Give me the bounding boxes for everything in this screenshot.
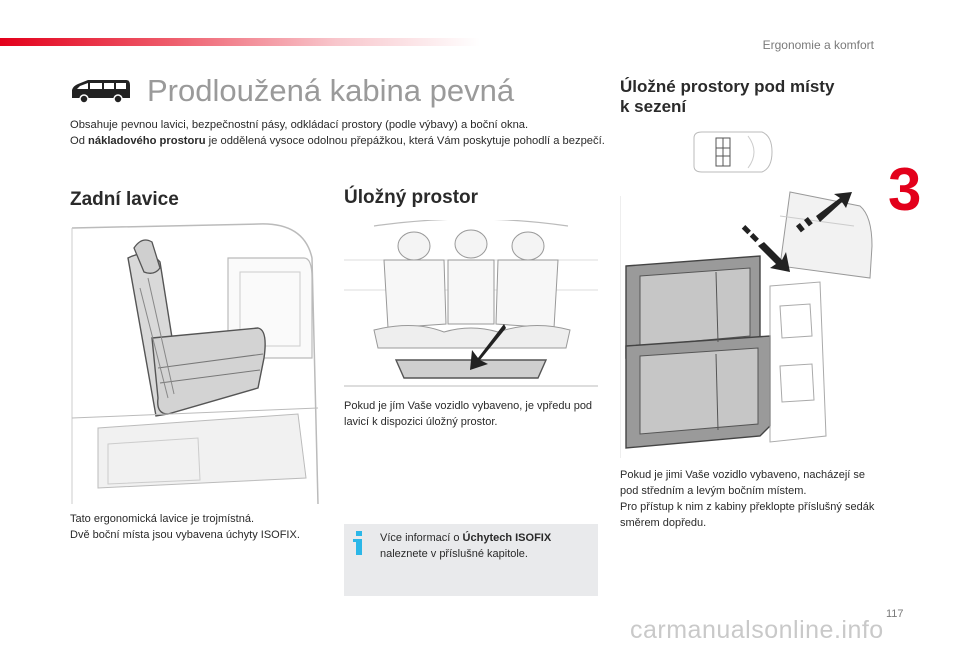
under-seat-storage-illustration [620, 186, 876, 458]
intro-line1: Obsahuje pevnou lavici, bezpečnostní pás… [70, 119, 529, 131]
info-link-isofix[interactable]: Úchytech ISOFIX [462, 532, 552, 544]
info-text: Více informací o Úchytech ISOFIX nalezne… [380, 530, 590, 562]
section-title: Ergonomie a komfort [762, 38, 874, 52]
intro-suffix: je oddělená vysoce odolnou přepážkou, kt… [205, 135, 605, 147]
info-icon [351, 530, 367, 556]
intro-bold: nákladového prostoru [88, 135, 206, 147]
zadni-text-line2: Dvě boční místa jsou vybavena úchyty ISO… [70, 529, 300, 541]
heading-zadni-lavice: Zadní lavice [70, 189, 179, 210]
right-text-line2: Pro přístup k nim z kabiny překlopte pří… [620, 501, 875, 529]
van-icon [70, 78, 132, 104]
info-prefix: Více informací o [380, 532, 463, 544]
info-box [344, 524, 598, 596]
info-suffix: naleznete v příslušné kapitole. [380, 548, 528, 560]
heading-right-line2: k sezení [620, 97, 687, 116]
intro-prefix: Od [70, 135, 89, 147]
intro-paragraph: Obsahuje pevnou lavici, bezpečnostní pás… [70, 117, 605, 149]
storage-illustration [344, 220, 598, 390]
ulozny-text: Pokud je jím Vaše vozidlo vybaveno, je v… [344, 400, 593, 428]
zadni-text: Tato ergonomická lavice je trojmístná. D… [70, 511, 330, 543]
car-topview-icon [690, 130, 774, 174]
right-text-line1: Pokud je jimi Vaše vozidlo vybaveno, nac… [620, 469, 865, 497]
heading-ulozny-prostor: Úložný prostor [344, 187, 479, 208]
heading-ulozne-prostory: Úložné prostory pod místy k sezení [620, 77, 880, 117]
heading-right-line1: Úložné prostory pod místy [620, 77, 835, 96]
zadni-text-line1: Tato ergonomická lavice je trojmístná. [70, 513, 255, 525]
watermark-text: carmanualsonline.info [630, 616, 884, 644]
header-accent-bar [0, 38, 480, 46]
rear-bench-illustration [68, 218, 324, 508]
right-text: Pokud je jimi Vaše vozidlo vybaveno, nac… [620, 467, 880, 531]
chapter-number: 3 [888, 156, 922, 223]
page-number: 117 [886, 608, 904, 620]
page-title: Prodloužená kabina pevná [147, 73, 515, 108]
